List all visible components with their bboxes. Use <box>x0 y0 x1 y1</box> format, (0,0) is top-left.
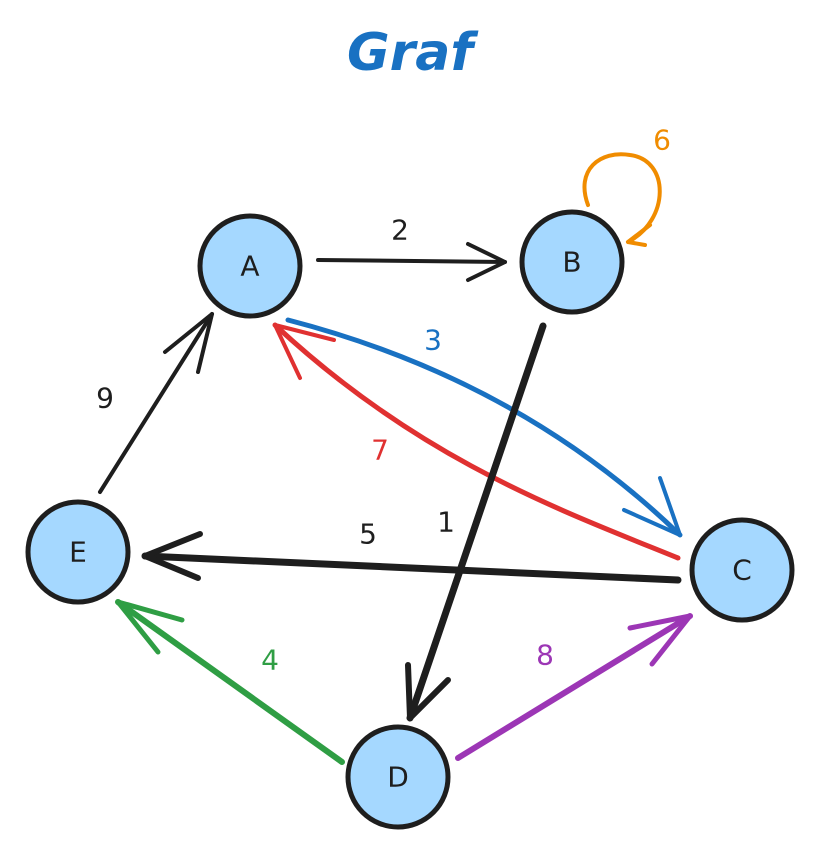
arrowhead-icon <box>627 613 693 667</box>
node-label: B <box>562 246 581 279</box>
arrowhead-icon <box>142 531 203 581</box>
edge-d-e <box>115 599 345 765</box>
node-a[interactable]: A <box>197 213 303 319</box>
node-circle[interactable] <box>689 517 795 623</box>
edge-line <box>141 552 682 584</box>
node-circle[interactable] <box>345 724 451 830</box>
edge-weight-label: 7 <box>371 434 389 467</box>
arrowhead-icon <box>405 662 451 721</box>
edge-weight-label: 2 <box>391 214 409 247</box>
arrowhead-icon <box>466 242 507 282</box>
edge-line <box>98 312 214 494</box>
node-circle[interactable] <box>25 499 131 605</box>
edge-line <box>582 152 662 244</box>
node-b[interactable]: B <box>519 209 625 315</box>
edge-line <box>455 613 693 761</box>
arrowhead-icon <box>626 223 652 247</box>
node-circle[interactable] <box>197 213 303 319</box>
edge-line <box>115 599 345 765</box>
node-e[interactable]: E <box>25 499 131 605</box>
edge-line <box>285 317 683 538</box>
edge-line <box>316 258 507 264</box>
edge-line <box>272 322 681 561</box>
edges-layer <box>98 152 693 765</box>
edge-weight-label: 5 <box>359 518 377 551</box>
edge-e-a <box>98 312 214 494</box>
node-label: D <box>387 761 409 794</box>
edge-weight-label: 1 <box>437 506 455 539</box>
node-d[interactable]: D <box>345 724 451 830</box>
weights-layer: 2 6 3 7 1 5 9 4 8 <box>96 124 671 677</box>
edge-b-b <box>582 152 662 247</box>
edge-weight-label: 6 <box>653 124 671 157</box>
edge-a-b <box>316 242 507 282</box>
node-label: C <box>732 554 752 587</box>
diagram-title: Graf <box>347 23 479 83</box>
node-label: E <box>69 536 87 569</box>
edge-weight-label: 8 <box>536 639 554 672</box>
node-circle[interactable] <box>519 209 625 315</box>
node-c[interactable]: C <box>689 517 795 623</box>
node-label: A <box>240 250 259 283</box>
arrowhead-icon <box>622 476 682 537</box>
edge-weight-label: 9 <box>96 382 114 415</box>
edge-weight-label: 3 <box>424 324 442 357</box>
arrowhead-icon <box>163 312 214 374</box>
edge-d-c <box>455 613 693 761</box>
arrowhead-icon <box>115 599 185 655</box>
edge-c-a <box>272 322 681 561</box>
edge-b-d <box>405 322 547 722</box>
edge-c-e <box>141 531 682 584</box>
arrowhead-icon <box>273 323 336 380</box>
edge-a-c <box>285 317 683 538</box>
edge-weight-label: 4 <box>261 644 279 677</box>
nodes-layer: A B C D E <box>25 209 795 830</box>
edge-line <box>406 322 547 722</box>
